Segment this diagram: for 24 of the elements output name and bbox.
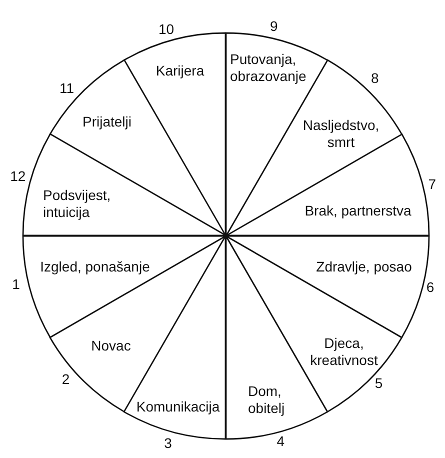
house-number: 7 bbox=[428, 176, 436, 192]
house-number: 2 bbox=[62, 371, 70, 388]
house-number: 4 bbox=[276, 433, 285, 450]
sector-label: Zdravlje, posao bbox=[316, 258, 412, 276]
house-number: 9 bbox=[270, 18, 278, 34]
sector-label: Novac bbox=[91, 338, 131, 354]
house-number: 10 bbox=[158, 20, 174, 37]
house-number: 12 bbox=[10, 168, 26, 184]
house-number: 1 bbox=[12, 276, 20, 292]
sector-label: Brak, partnerstva bbox=[304, 202, 412, 220]
sector-label: Prijatelji bbox=[82, 113, 132, 130]
house-number: 11 bbox=[60, 80, 74, 96]
sector-label: Izgled, ponašanje bbox=[40, 258, 150, 276]
house-number: 6 bbox=[426, 278, 434, 295]
sector-label: Karijera bbox=[156, 62, 204, 80]
house-number: 3 bbox=[164, 434, 172, 451]
sector-label: Putovanja, obrazovanje bbox=[230, 50, 306, 84]
sector-label: Dom, obitelj bbox=[248, 382, 285, 416]
house-number: 8 bbox=[370, 70, 379, 86]
sector-label: Komunikacija bbox=[136, 398, 220, 416]
sector-label: Podsvijest, intuicija bbox=[43, 186, 111, 220]
sector-label: Nasljedstvo, smrt bbox=[302, 117, 380, 152]
house-number: 5 bbox=[374, 375, 383, 392]
sector-label: Djeca, kreativnost bbox=[310, 334, 378, 368]
